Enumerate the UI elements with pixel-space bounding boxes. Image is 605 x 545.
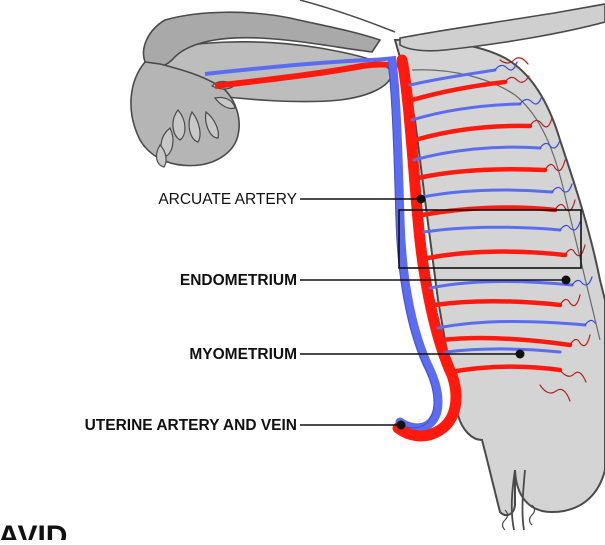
cropped-caption: AVID (0, 520, 67, 540)
label-arcuate-artery: ARCUATE ARTERY (158, 191, 297, 208)
label-arcuate-artery-group: ARCUATE ARTERY (158, 191, 425, 208)
label-uterine-artery-vein: UTERINE ARTERY AND VEIN (85, 417, 297, 434)
pointer-dot-endometrium (562, 276, 571, 285)
pointer-dot-myometrium (516, 350, 525, 359)
label-endometrium: ENDOMETRIUM (180, 272, 297, 289)
label-myometrium: MYOMETRIUM (189, 346, 297, 363)
ovary-and-fimbriae (131, 12, 392, 167)
pointer-dot-arcuate-artery (417, 195, 426, 204)
pointer-dot-uterine-artery-vein (397, 421, 406, 430)
label-uterine-artery-vein-group: UTERINE ARTERY AND VEIN (85, 417, 406, 434)
broad-ligament (400, 4, 605, 51)
